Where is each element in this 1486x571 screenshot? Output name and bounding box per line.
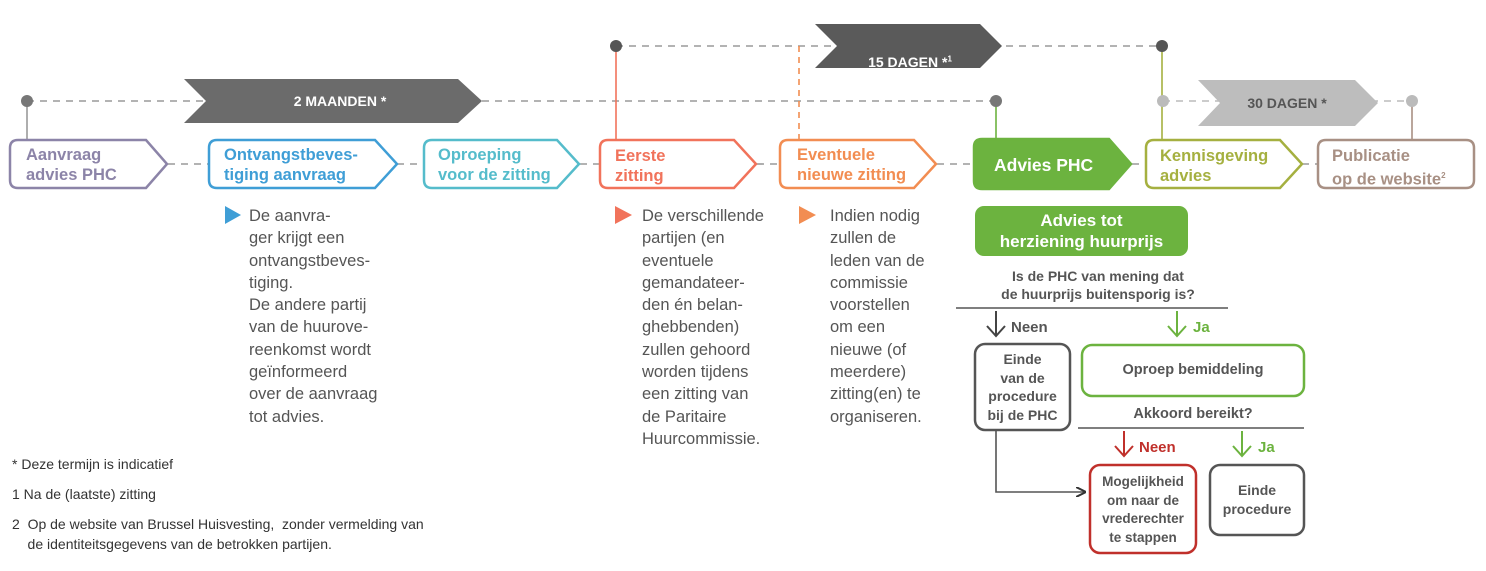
step-box-aanvraag [8,138,169,190]
neen-label-2: Neen [1139,439,1176,456]
einde-procedure-phc-label: Einde van de procedure bij de PHC [987,351,1058,423]
einde-procedure-label: Einde procedure [1222,482,1292,517]
question-akkoord: Akkoord bereikt? [1133,406,1253,422]
description-ontvangst: De aanvra- ger krijgt een ontvangstbeves… [249,207,378,426]
step-box-eerste [598,138,758,190]
step-box-ontvangst [207,138,399,190]
advies-herziening-label: Advies tot herziening huurprijs [999,211,1164,251]
advies-herziening-box [975,206,1188,256]
duration-label-2-maanden: 2 MAANDEN * [293,93,387,109]
step-label-aanvraag: Aanvraag advies PHC [26,146,117,184]
duration-label-30-dagen: 30 DAGEN * [1247,95,1327,111]
footnote-zitting: 1 Na de (laatste) zitting [12,486,156,502]
footnote-indicatief: * Deze termijn is indicatief [12,456,174,472]
footnote-website: 2 Op de website van Brussel Huisvesting,… [12,516,424,552]
step-label-kennisgeving: Kennisgeving advies [1160,147,1269,185]
vertical-lines [26,46,1413,140]
description-eventuele: Indien nodig zullen de leden van de comm… [830,207,925,426]
duration-label-15-dagen: 15 DAGEN *1 [868,54,952,70]
chevron-down-ja1-icon [1167,311,1187,338]
ja-label-1: Ja [1193,319,1210,336]
step-box-eventuele [778,138,938,190]
chevron-down-ja2-icon [1232,431,1252,458]
oproep-bemiddeling-label: Oproep bemiddeling [1122,362,1264,378]
step-label-eerste: Eerste zitting [615,147,666,185]
chevron-down-neen1-icon [986,311,1006,338]
step-label-eventuele: Eventuele nieuwe zitting [797,146,907,184]
description-eerste: De verschillende partijen (en eventuele … [642,207,764,448]
step-box-publicatie [1316,138,1476,190]
oproep-bemiddeling-box [1080,343,1306,398]
einde-to-mogelijkheid-arrow [995,430,1084,492]
step-box-advies-phc [972,137,1133,191]
step-label-oproeping: Oproeping voor de zitting [438,146,551,184]
chevron-down-neen2-icon [1114,431,1134,458]
bullet-triangle-ontvangst [225,206,241,224]
einde-procedure-phc-box [973,342,1072,432]
step-label-publicatie: Publicatie op de website2 [1332,147,1446,189]
step-label-advies-phc: Advies PHC [994,155,1094,175]
neen-label-1: Neen [1011,319,1048,336]
timeline-connectors [27,45,1412,165]
duration-arrow-2-maanden [184,79,482,123]
ja-label-2: Ja [1258,439,1275,456]
step-label-ontvangst: Ontvangstbeves- tiging aanvraag [224,146,358,184]
einde-procedure-box [1208,463,1306,537]
duration-arrow-15-dagen [815,24,1002,68]
timeline-dots [21,40,1418,107]
step-box-kennisgeving [1144,138,1304,190]
duration-arrow-30-dagen [1198,80,1378,126]
step-box-oproeping [422,138,581,190]
mogelijkheid-box [1088,463,1198,555]
mogelijkheid-label: Mogelijkheid om naar de vrederechter te … [1102,474,1184,546]
bullet-triangle-eventuele [799,206,816,224]
question-buitensporig: Is de PHC van mening dat de huurprijs bu… [1001,268,1195,302]
bullet-triangle-eerste [615,206,632,224]
